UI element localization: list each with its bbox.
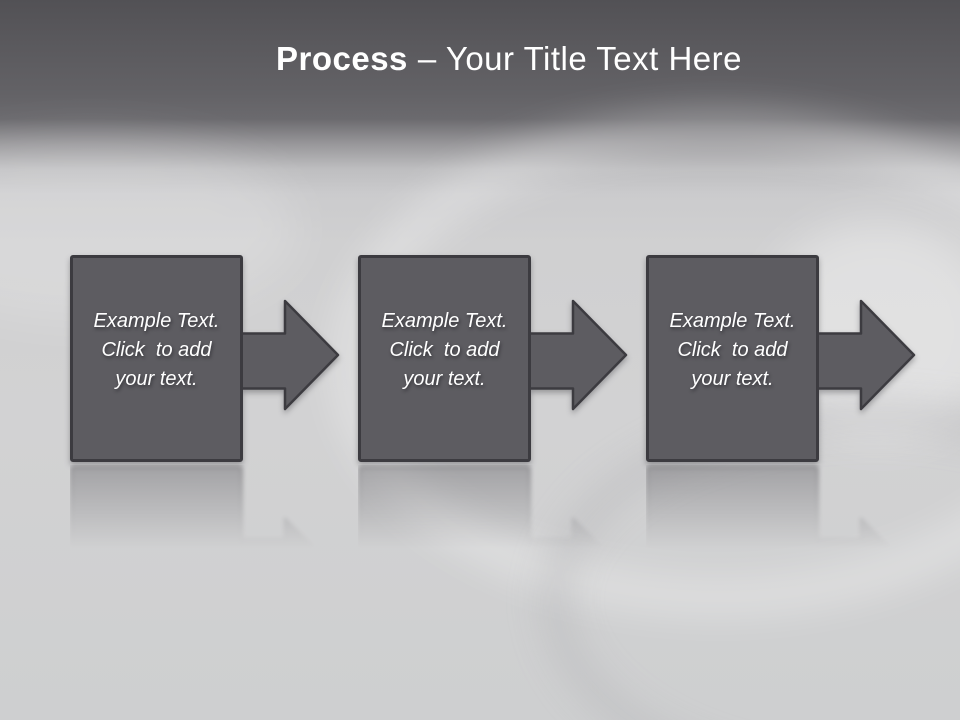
step-text-line: Click to add xyxy=(389,339,500,361)
process-step-3[interactable]: Example Text. Click to add your text. xyxy=(646,255,916,673)
step-text-line: Click to add xyxy=(677,339,788,361)
step-text-line: your text. xyxy=(691,368,774,390)
process-steps-row: Example Text. Click to add your text. Ex… xyxy=(70,255,916,673)
step-text-line: Example Text. xyxy=(93,310,220,332)
arrow-box-shape xyxy=(358,255,628,462)
step-text-line: your text. xyxy=(115,368,198,390)
step-text-line: your text. xyxy=(403,368,486,390)
step-placeholder-text[interactable]: Example Text. Click to add your text. xyxy=(646,307,819,394)
step-placeholder-text[interactable]: Example Text. Click to add your text. xyxy=(70,307,243,394)
process-step-2[interactable]: Example Text. Click to add your text. xyxy=(358,255,628,673)
slide-title-rest: – Your Title Text Here xyxy=(417,40,743,77)
step-placeholder-text[interactable]: Example Text. Click to add your text. xyxy=(358,307,531,394)
arrow-box-shape xyxy=(70,255,340,462)
shape-reflection xyxy=(70,465,340,673)
step-text-line: Example Text. xyxy=(669,310,796,332)
arrow-box-shape xyxy=(646,255,916,462)
process-step-1[interactable]: Example Text. Click to add your text. xyxy=(70,255,340,673)
step-text-line: Example Text. xyxy=(381,310,508,332)
slide-title[interactable]: Process– Your Title Text Here xyxy=(218,2,742,116)
shape-reflection xyxy=(358,465,628,673)
slide-title-keyword: Process xyxy=(275,40,408,77)
step-text-line: Click to add xyxy=(101,339,212,361)
title-bar: Process– Your Title Text Here xyxy=(0,0,960,118)
shape-reflection xyxy=(646,465,916,673)
